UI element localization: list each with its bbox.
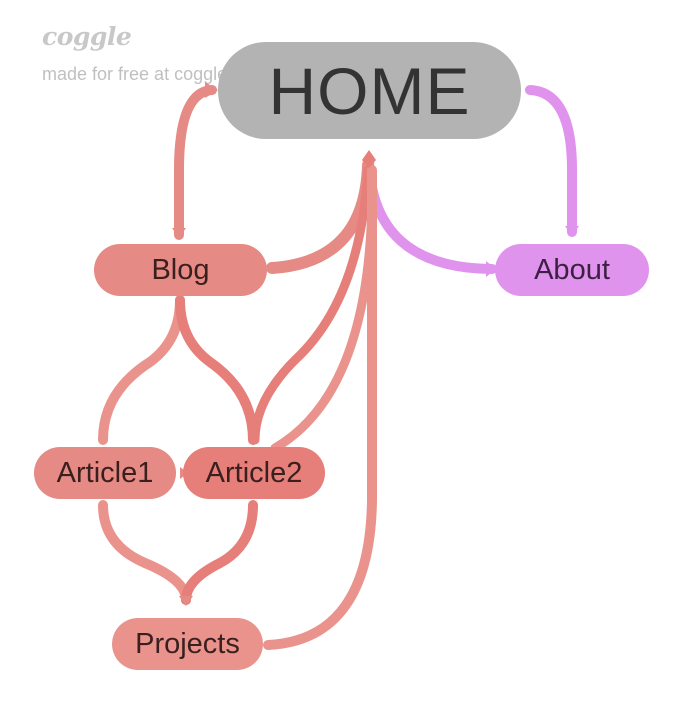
made-with-coggle-text[interactable]: made for free at coggle.it xyxy=(42,64,242,84)
arrowhead-projects-top xyxy=(179,596,193,606)
node-article1[interactable]: Article1 xyxy=(34,447,176,499)
edge-article2-to-projects xyxy=(181,500,258,605)
edge-blog-to-article2 xyxy=(175,295,258,445)
arrowhead-home-bottom xyxy=(362,150,376,168)
coggle-logo[interactable]: coggle xyxy=(42,22,132,51)
edge-blog-to-article1 xyxy=(98,295,185,445)
arrowhead-blog-home xyxy=(205,82,218,98)
edge-article1-to-projects xyxy=(98,500,191,605)
edge-blog-to-home xyxy=(174,85,217,240)
node-home[interactable]: HOME xyxy=(218,42,521,139)
edge-home-to-about xyxy=(364,155,497,274)
arrowhead-home-about xyxy=(486,261,496,277)
arrowhead-about-bottom xyxy=(565,226,579,236)
node-article2[interactable]: Article2 xyxy=(183,447,325,499)
edge-home-to-article2 xyxy=(250,165,373,445)
edge-home-to-projects xyxy=(263,165,377,650)
edge-about-to-home xyxy=(525,85,577,237)
node-about[interactable]: About xyxy=(495,244,649,296)
node-projects[interactable]: Projects xyxy=(112,618,263,670)
arrowhead-blog-bottom xyxy=(172,228,186,238)
node-blog[interactable]: Blog xyxy=(94,244,267,296)
